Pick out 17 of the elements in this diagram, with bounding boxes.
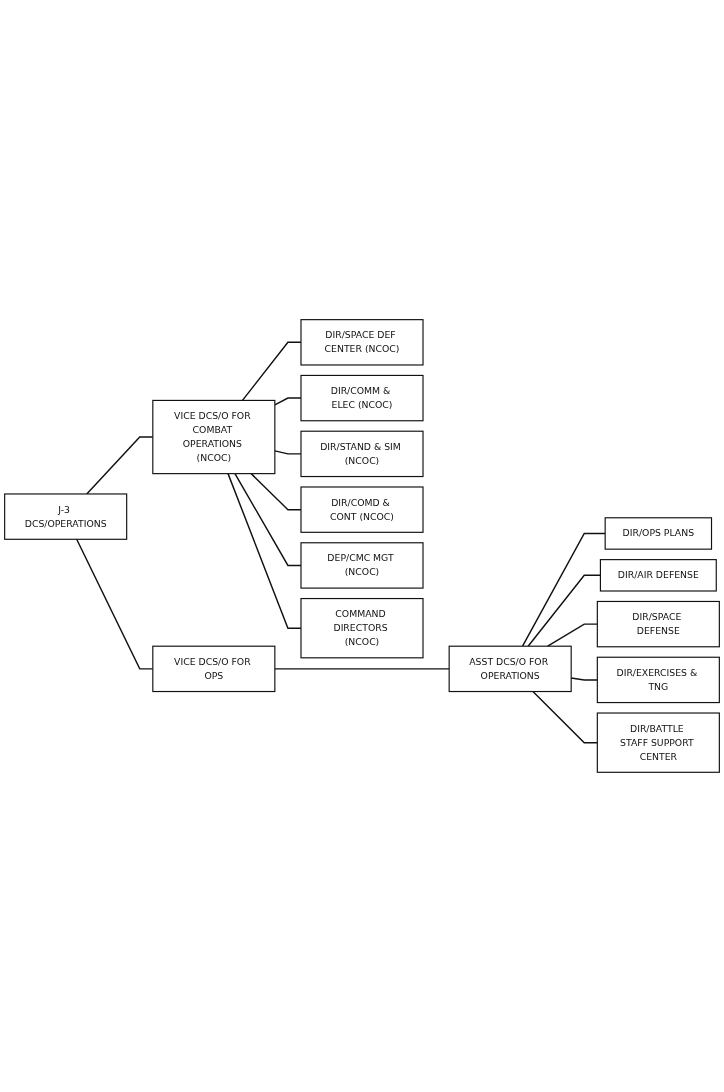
- connector: [274, 668, 450, 670]
- node-box: DIR/SPACE DEFENSE: [596, 600, 720, 648]
- node-box: DIR/STAND & SIM (NCOC): [300, 430, 424, 478]
- node-box: COMMAND DIRECTORS (NCOC): [300, 598, 424, 659]
- node-box: DIR/EXERCISES & TNG: [596, 656, 720, 704]
- node-box: DIR/SPACE DEF CENTER (NCOC): [300, 319, 424, 366]
- connector: [521, 532, 606, 647]
- node-box: J-3 DCS/OPERATIONS: [4, 493, 128, 540]
- node-box: ASST DCS/O FOR OPERATIONS: [448, 645, 572, 693]
- node-box: DEP/CMC MGT (NCOC): [300, 542, 424, 589]
- node-box: DIR/COMM & ELEC (NCOC): [300, 374, 424, 422]
- node-box: DIR/BATTLE STAFF SUPPORT CENTER: [596, 712, 720, 773]
- node-box: DIR/COMD & CONT (NCOC): [300, 486, 424, 533]
- node-box: DIR/OPS PLANS: [604, 517, 713, 550]
- node-box: VICE DCS/O FOR COMBAT OPERATIONS (NCOC): [152, 399, 276, 475]
- node-box: VICE DCS/O FOR OPS: [152, 645, 276, 693]
- node-box: DIR/AIR DEFENSE: [599, 559, 717, 592]
